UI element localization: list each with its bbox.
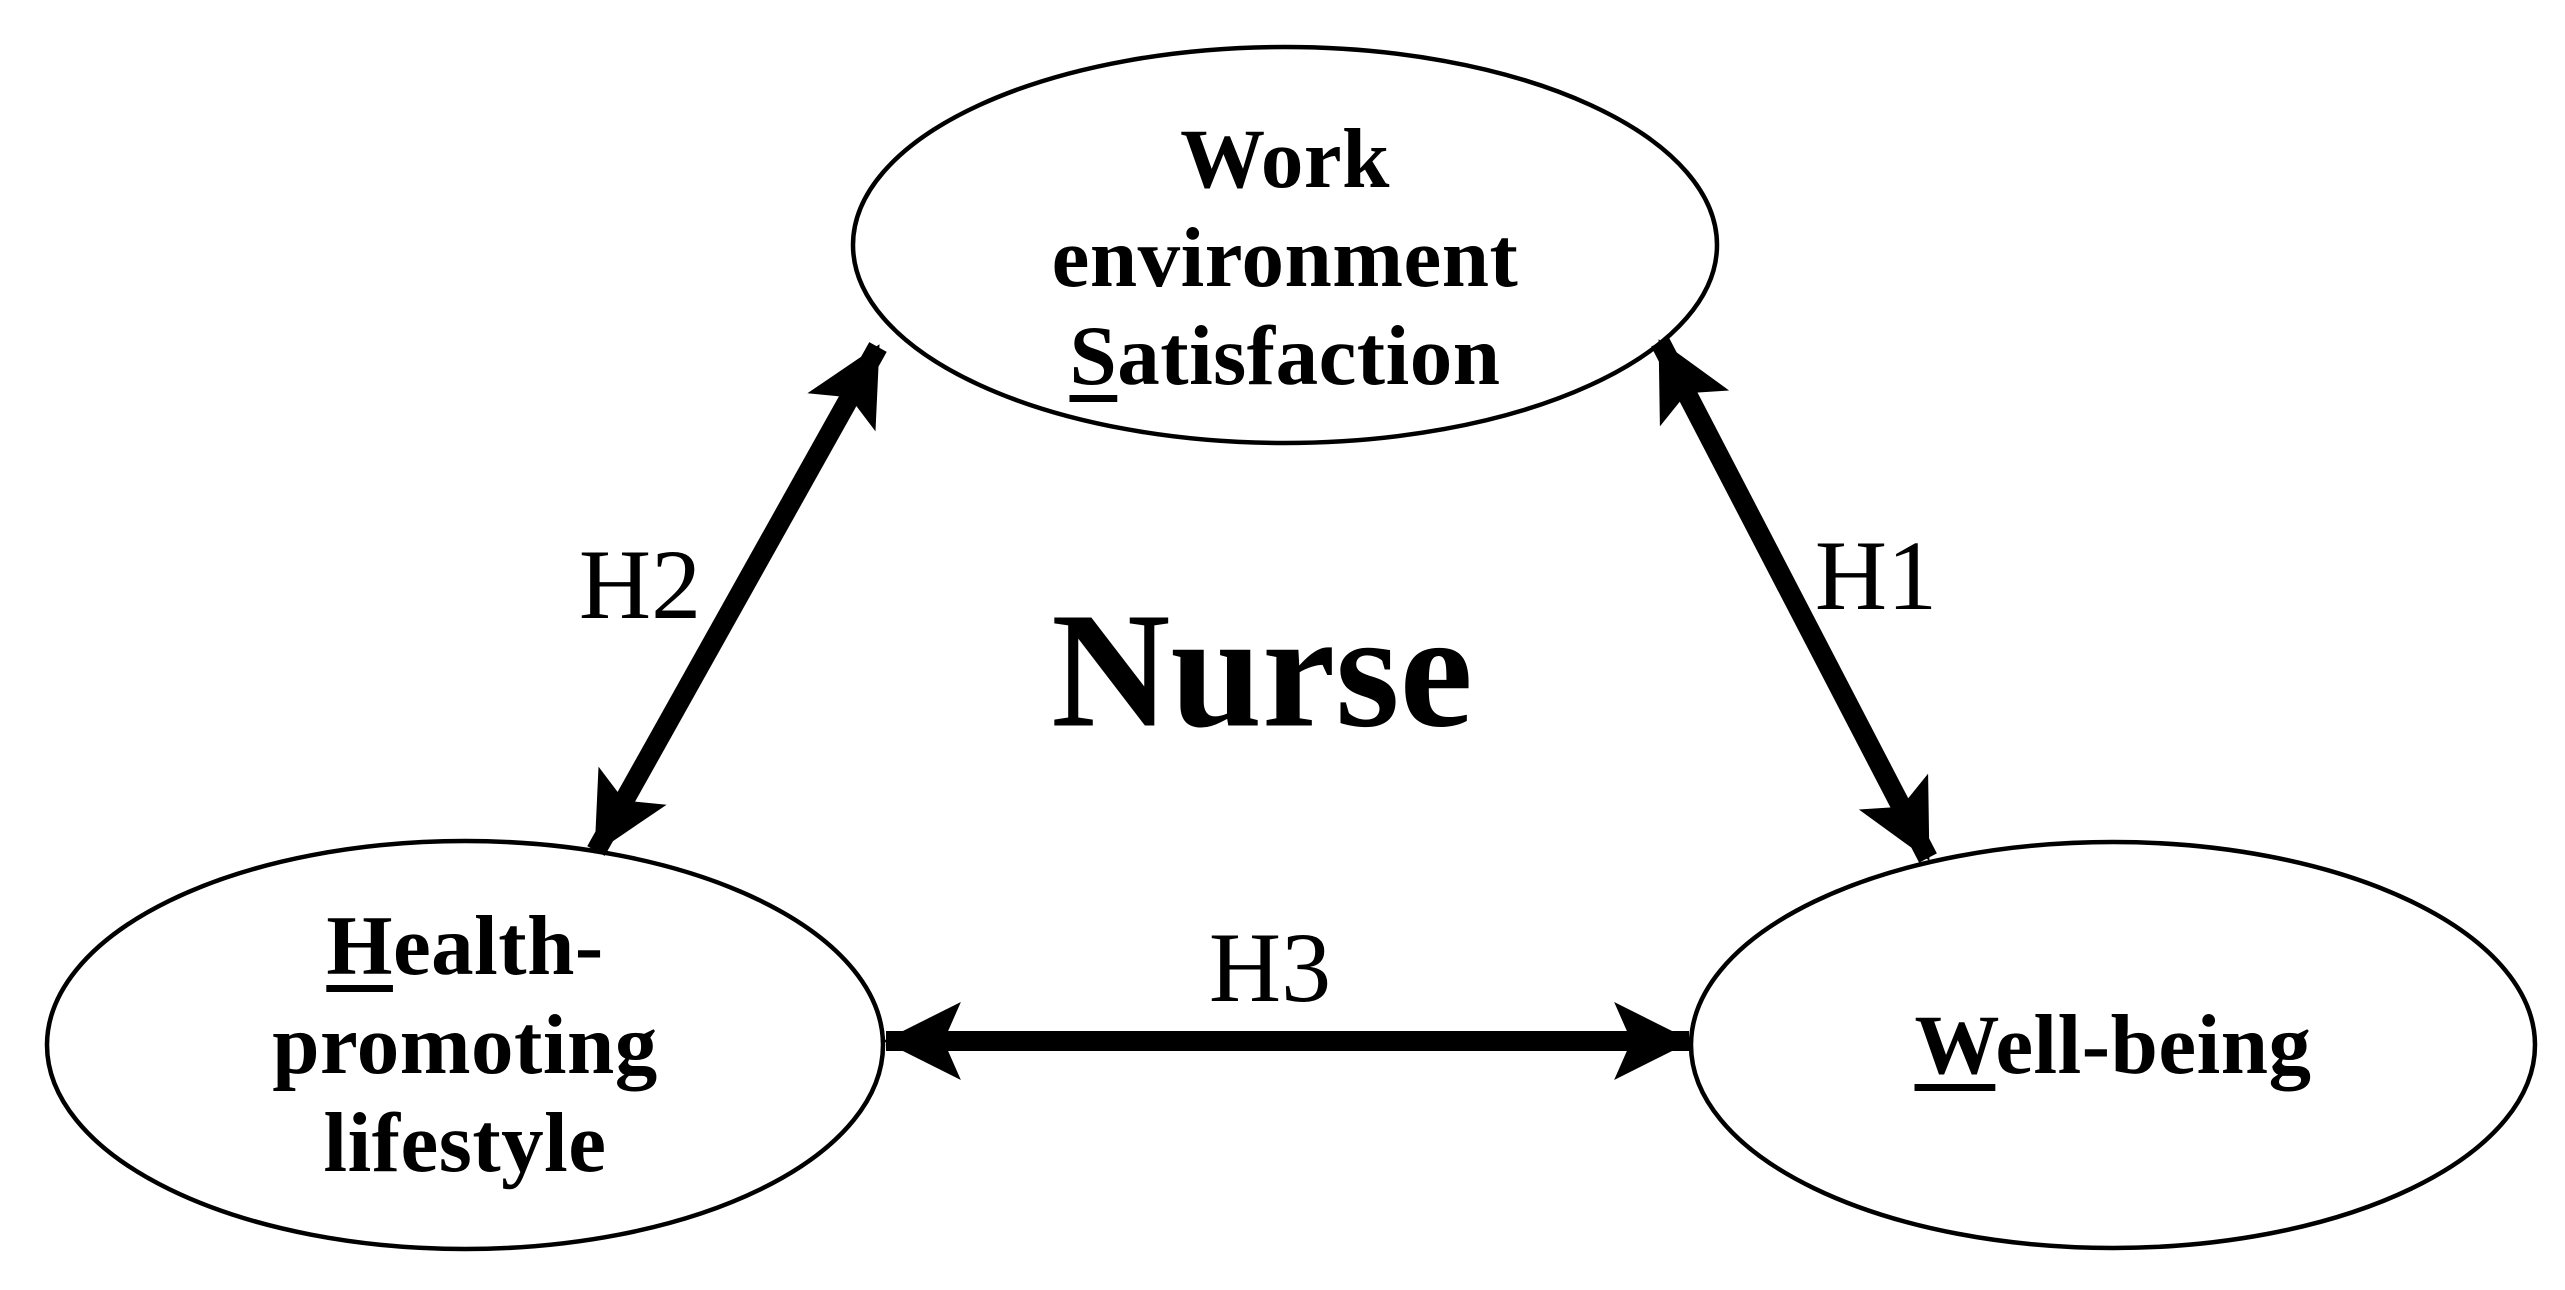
- node-label-well-being: Well-being: [1691, 843, 2535, 1247]
- nurse-label: Nurse: [1051, 578, 1473, 762]
- edge-label-h1: H1: [1814, 520, 1938, 631]
- edge-h1-arrow: [1651, 337, 1937, 863]
- node-label-line: Satisfaction: [1069, 309, 1501, 404]
- node-label-line: Health-: [326, 899, 604, 994]
- edge-label-h2: H2: [578, 529, 702, 640]
- node-label-line: lifestyle: [323, 1096, 607, 1191]
- ellipse-work-environment-satisfaction: [850, 44, 1720, 446]
- edge-label-h3: H3: [1208, 912, 1332, 1023]
- node-label-line: Well-being: [1914, 997, 2312, 1092]
- node-label-line: environment: [1051, 210, 1519, 305]
- edge-h2-arrow: [587, 342, 887, 856]
- node-label-line: promoting: [272, 997, 658, 1092]
- node-label-line: Work: [1180, 112, 1390, 207]
